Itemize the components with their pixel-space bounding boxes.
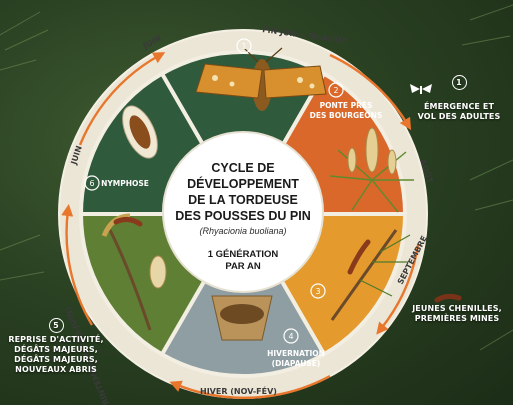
callout-reprise-line-4: NOUVEAUX ABRIS (6, 365, 106, 375)
hibernating-larva-illustration (212, 296, 272, 340)
center-title-line-1: CYCLE DE (211, 161, 274, 175)
stage-2-label-line-2: DES BOURGEONS (310, 111, 383, 120)
center-title-line-3: DE LA TORDEUSE (188, 193, 298, 207)
center-species: (Rhyacionia buoliana) (199, 226, 286, 236)
callout-emergence-line-1: ÉMERGENCE ET (406, 102, 512, 112)
center-generation-line-1: 1 GÉNÉRATION (208, 249, 279, 260)
stage-number-6: 6 (89, 179, 94, 188)
ring-label-juin-top: JUIN (141, 34, 163, 51)
center-title-line-2: DÉVELOPPEMENT (187, 176, 299, 191)
callout-emergence: 1 ÉMERGENCE ET VOL DES ADULTES (406, 75, 512, 122)
callout-reprise-line-3: DÉGÂTS MAJEURS, (6, 355, 106, 365)
stage-number-2: 2 (333, 86, 338, 95)
center-generation-line-2: PAR AN (225, 261, 261, 272)
callout-emergence-line-2: VOL DES ADULTES (406, 112, 512, 122)
callout-emergence-number: 1 (452, 75, 467, 90)
ring-label-hiver: HIVER (NOV-FÉV) (200, 385, 277, 396)
callout-young-larvae: JEUNES CHENILLES, PREMIÈRES MINES (403, 304, 511, 324)
stage-4-label-line-1: HIVERNATION (267, 349, 325, 358)
callout-reprise: 5 REPRISE D'ACTIVITÉ, DÉGÂTS MAJEURS, DÉ… (6, 318, 106, 375)
stage-number-4: 4 (288, 332, 293, 341)
callout-larvae-line-2: PREMIÈRES MINES (403, 314, 511, 324)
callout-reprise-line-1: REPRISE D'ACTIVITÉ, (6, 335, 106, 345)
stage-2-label-line-1: PONTE PRÈS (320, 101, 373, 110)
stage-number-1: 1 (241, 42, 246, 51)
callout-reprise-number: 5 (49, 318, 64, 333)
center-title-line-4: DES POUSSES DU PIN (175, 209, 310, 223)
stage-number-3: 3 (315, 287, 320, 296)
stage-6-label: NYMPHOSE (101, 179, 149, 188)
callout-reprise-line-2: DÉGÂTS MAJEURS, (6, 345, 106, 355)
caterpillar-icon (437, 296, 459, 300)
stage-4-label-line-2: (DIAPAUSE) (272, 359, 321, 368)
callout-larvae-line-1: JEUNES CHENILLES, (403, 304, 511, 314)
